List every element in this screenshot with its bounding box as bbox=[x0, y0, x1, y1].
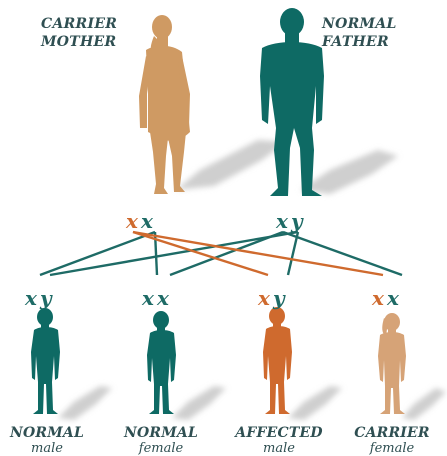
mother-label-line2: MOTHER bbox=[41, 34, 117, 50]
line-father-x-to-child2 bbox=[169, 230, 284, 277]
father-allele-1: x bbox=[276, 209, 288, 233]
child4-sex: female bbox=[369, 441, 415, 456]
child3-sex: male bbox=[263, 441, 295, 456]
child4-allele-1: x bbox=[372, 286, 384, 310]
child1-shadow bbox=[58, 386, 112, 420]
child4-allele-2: x bbox=[386, 286, 399, 310]
child3-shadow bbox=[288, 386, 342, 420]
line-father-y-to-child3 bbox=[286, 231, 300, 276]
child4-status: CARRIER bbox=[354, 425, 430, 441]
child3-label: AFFECTED male bbox=[224, 425, 334, 456]
father-allele-2: y bbox=[290, 209, 303, 233]
line-father-x-to-child4 bbox=[282, 230, 403, 277]
figure-shadows bbox=[58, 140, 446, 420]
line-mother-xc-to-child4 bbox=[132, 230, 384, 277]
child1-allele-1: x bbox=[25, 286, 37, 310]
father-figure bbox=[260, 8, 324, 196]
father-label-line2: FATHER bbox=[322, 34, 389, 50]
father-label-line1: NORMAL bbox=[322, 16, 397, 32]
child4-figure bbox=[378, 313, 406, 414]
child1-label: NORMAL male bbox=[0, 425, 102, 456]
line-mother-xc-to-child3 bbox=[132, 230, 269, 277]
child1-status: NORMAL bbox=[9, 425, 85, 441]
child3-allele-2: y bbox=[272, 286, 285, 310]
child4-label: CARRIER female bbox=[337, 425, 447, 456]
child2-figure bbox=[147, 311, 176, 414]
child3-allele-1: x bbox=[258, 286, 270, 310]
child1-allele-2: y bbox=[39, 286, 52, 310]
child3-figure bbox=[263, 307, 292, 414]
inheritance-lines bbox=[39, 230, 403, 277]
child2-label: NORMAL female bbox=[106, 425, 216, 456]
child1-sex: male bbox=[31, 441, 63, 456]
father-shadow bbox=[300, 150, 398, 194]
line-mother-x-to-child1 bbox=[39, 230, 156, 277]
line-father-y-to-child1 bbox=[49, 230, 299, 277]
child2-status: NORMAL bbox=[123, 425, 199, 441]
child2-allele-1: x bbox=[142, 286, 154, 310]
mother-allele-2: x bbox=[140, 209, 153, 233]
mother-shadow bbox=[176, 140, 286, 190]
father-label: NORMAL FATHER bbox=[322, 15, 397, 51]
child4-shadow bbox=[402, 388, 446, 420]
mother-label-line1: CARRIER bbox=[41, 16, 118, 32]
mother-figure bbox=[139, 15, 190, 194]
child2-allele-2: x bbox=[156, 286, 169, 310]
child3-status: AFFECTED bbox=[235, 425, 323, 441]
mother-label: CARRIER MOTHER bbox=[41, 15, 117, 51]
mother-allele-1: x bbox=[126, 209, 138, 233]
child2-shadow bbox=[172, 386, 226, 420]
child1-figure bbox=[31, 308, 60, 414]
child2-sex: female bbox=[138, 441, 184, 456]
